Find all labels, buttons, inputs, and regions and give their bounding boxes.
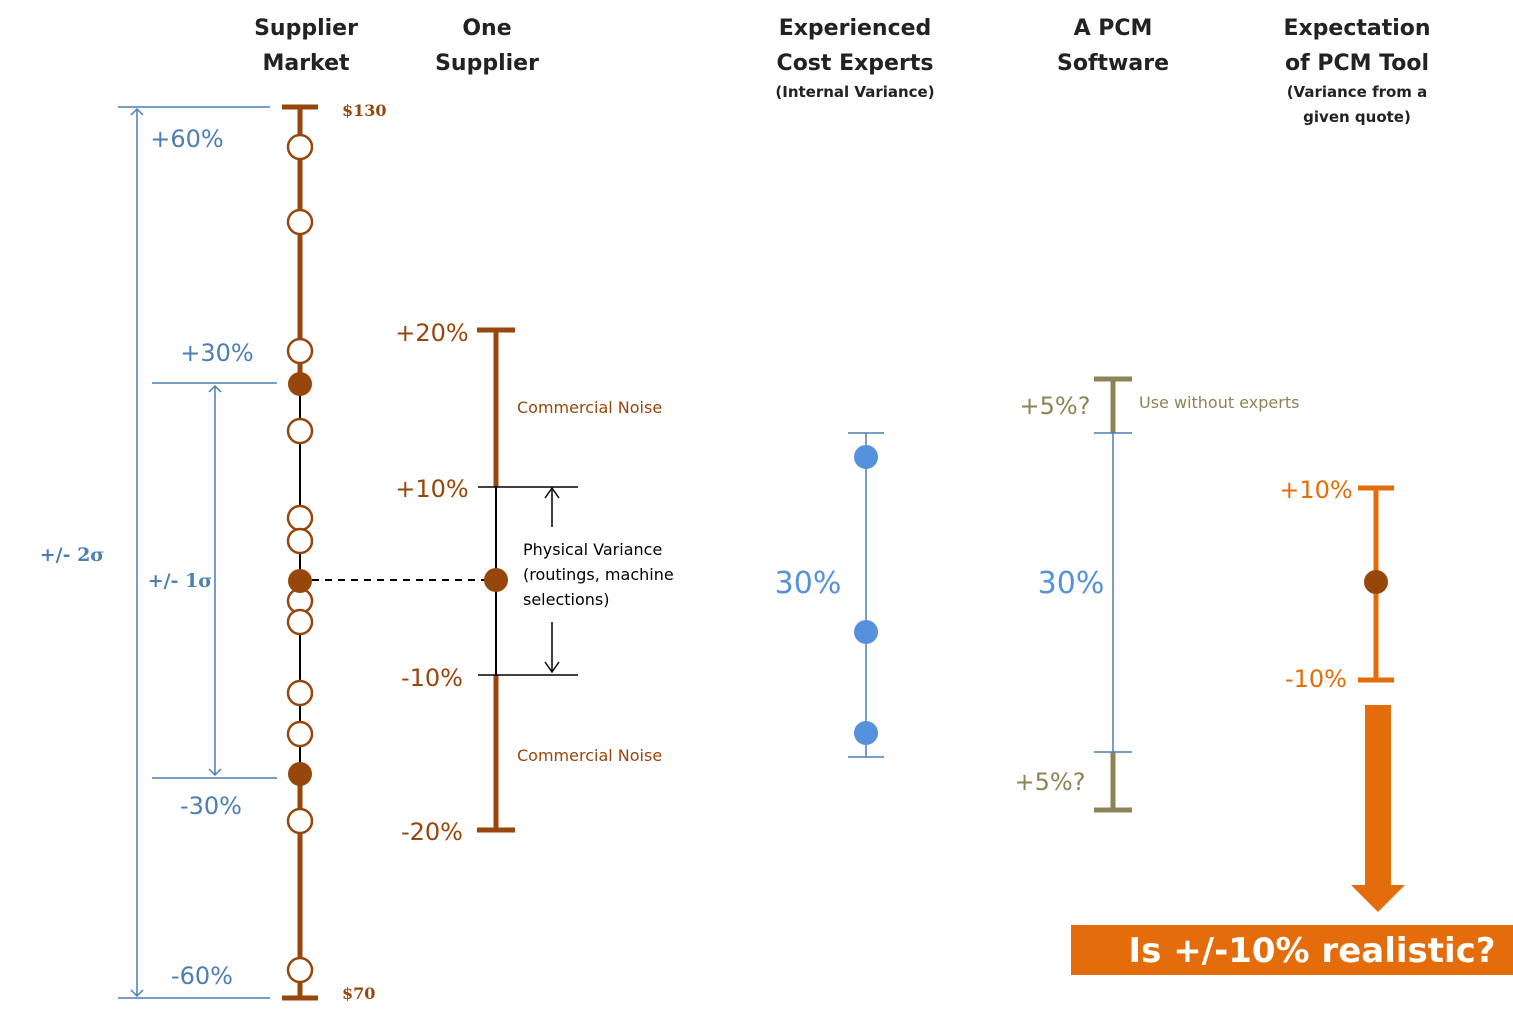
header-pcm-software: A PCM Software <box>1057 16 1169 76</box>
header-cost-experts-line2: Cost Experts <box>777 51 934 76</box>
header-pcm-software-line2: Software <box>1057 51 1169 76</box>
one-supplier-minus20: -20% <box>401 818 463 846</box>
use-without-experts-label: Use without experts <box>1139 393 1299 412</box>
one-supplier-plus20: +20% <box>395 319 468 347</box>
question-banner-text: Is +/-10% realistic? <box>1128 931 1495 971</box>
pcm-software-range <box>1094 376 1132 813</box>
physical-variance-line2: (routings, machine <box>523 565 674 584</box>
supplier-quote-dot <box>286 504 314 532</box>
question-banner-background <box>1071 925 1513 975</box>
physical-up-arrow-icon <box>544 486 560 499</box>
pcm-software-minus5: +5%? <box>1015 768 1086 796</box>
two-sigma-label: +/- 2σ <box>40 544 105 566</box>
header-cost-experts-sub: (Internal Variance) <box>775 83 934 101</box>
one-supplier-plus10: +10% <box>395 475 468 503</box>
supplier-quote-dot <box>286 679 314 707</box>
cost-experts-range <box>848 432 884 758</box>
price-high-label: $130 <box>342 101 387 120</box>
physical-variance-arrows <box>544 486 560 674</box>
supplier-quote-dot <box>286 720 314 748</box>
header-supplier-market-line2: Market <box>262 51 350 76</box>
pcm-tool-quote-marker <box>1364 570 1388 594</box>
commercial-noise-top: Commercial Noise <box>517 398 662 417</box>
physical-variance-line1: Physical Variance <box>523 540 662 559</box>
header-supplier-market: Supplier Market <box>254 16 358 76</box>
minus30-marker <box>288 762 312 786</box>
pcm-tool-range <box>1358 485 1394 683</box>
minus30-label: -30% <box>180 792 242 820</box>
pcm-software-spread: 30% <box>1038 566 1105 601</box>
plus30-label: +30% <box>180 339 253 367</box>
supplier-quote-dot <box>286 807 314 835</box>
down-arrow-icon <box>1351 705 1405 912</box>
price-low-label: $70 <box>342 984 375 1003</box>
one-sigma-label: +/- 1σ <box>148 570 213 592</box>
physical-down-arrow-icon <box>544 661 560 674</box>
supplier-quote-dot <box>286 133 314 161</box>
expert-estimate-dot <box>854 445 878 469</box>
question-banner: Is +/-10% realistic? <box>1071 925 1513 975</box>
header-pcm-tool-sub1: (Variance from a <box>1287 83 1428 101</box>
header-one-supplier-line2: Supplier <box>435 51 539 76</box>
header-pcm-software-line1: A PCM <box>1074 16 1153 41</box>
commercial-noise-bottom: Commercial Noise <box>517 746 662 765</box>
one-supplier-quote-marker <box>484 568 508 592</box>
one-sigma-bracket <box>152 382 277 779</box>
one-supplier-minus10: -10% <box>401 664 463 692</box>
mean-marker <box>288 569 312 593</box>
header-one-supplier: One Supplier <box>435 16 539 76</box>
header-cost-experts: Experienced Cost Experts (Internal Varia… <box>775 16 934 101</box>
pcm-software-plus5: +5%? <box>1020 392 1091 420</box>
minus60-label: -60% <box>171 962 233 990</box>
supplier-quote-dot <box>286 417 314 445</box>
plus30-marker <box>288 372 312 396</box>
header-pcm-tool-line1: Expectation <box>1283 16 1430 41</box>
supplier-quote-dot <box>286 527 314 555</box>
two-sigma-bracket <box>118 106 270 999</box>
supplier-quote-dot <box>286 337 314 365</box>
physical-variance-text: Physical Variance (routings, machine sel… <box>523 540 674 609</box>
supplier-quote-dot <box>286 208 314 236</box>
supplier-quotes <box>286 133 314 984</box>
header-cost-experts-line1: Experienced <box>779 16 932 41</box>
expert-estimate-dot <box>854 620 878 644</box>
supplier-quote-dot <box>286 956 314 984</box>
plus60-label: +60% <box>150 125 223 153</box>
header-pcm-tool-line2: of PCM Tool <box>1285 51 1429 76</box>
header-pcm-tool: Expectation of PCM Tool (Variance from a… <box>1283 16 1430 126</box>
physical-variance-line3: selections) <box>523 590 610 609</box>
header-supplier-market-line1: Supplier <box>254 16 358 41</box>
pcm-tool-minus10: -10% <box>1285 665 1347 693</box>
header-one-supplier-line1: One <box>462 16 511 41</box>
one-supplier-range <box>477 327 578 833</box>
expert-estimate-dot <box>854 721 878 745</box>
cost-experts-spread: 30% <box>775 566 842 601</box>
supplier-quote-dot <box>286 608 314 636</box>
header-pcm-tool-sub2: given quote) <box>1303 108 1411 126</box>
pcm-tool-plus10: +10% <box>1279 476 1352 504</box>
